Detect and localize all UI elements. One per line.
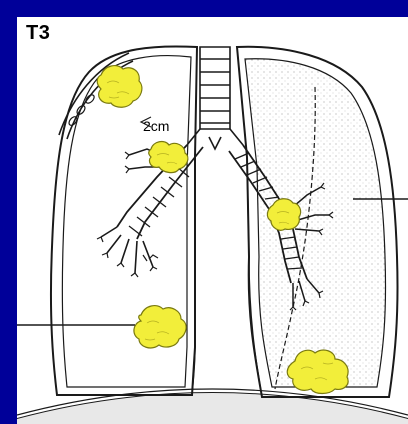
left-pleura-inner: [245, 59, 386, 387]
size-annotation: 2cm: [143, 118, 169, 134]
stage-label: T3: [26, 22, 50, 45]
trachea: [200, 47, 230, 129]
lung-diagram: [17, 17, 408, 424]
diagram-panel: T3 2cm: [17, 17, 408, 424]
tumor-pleural-icon: [134, 306, 186, 348]
tumor-chest-wall-icon: [97, 66, 142, 108]
tumor-main-bronchus-icon: [149, 142, 188, 173]
